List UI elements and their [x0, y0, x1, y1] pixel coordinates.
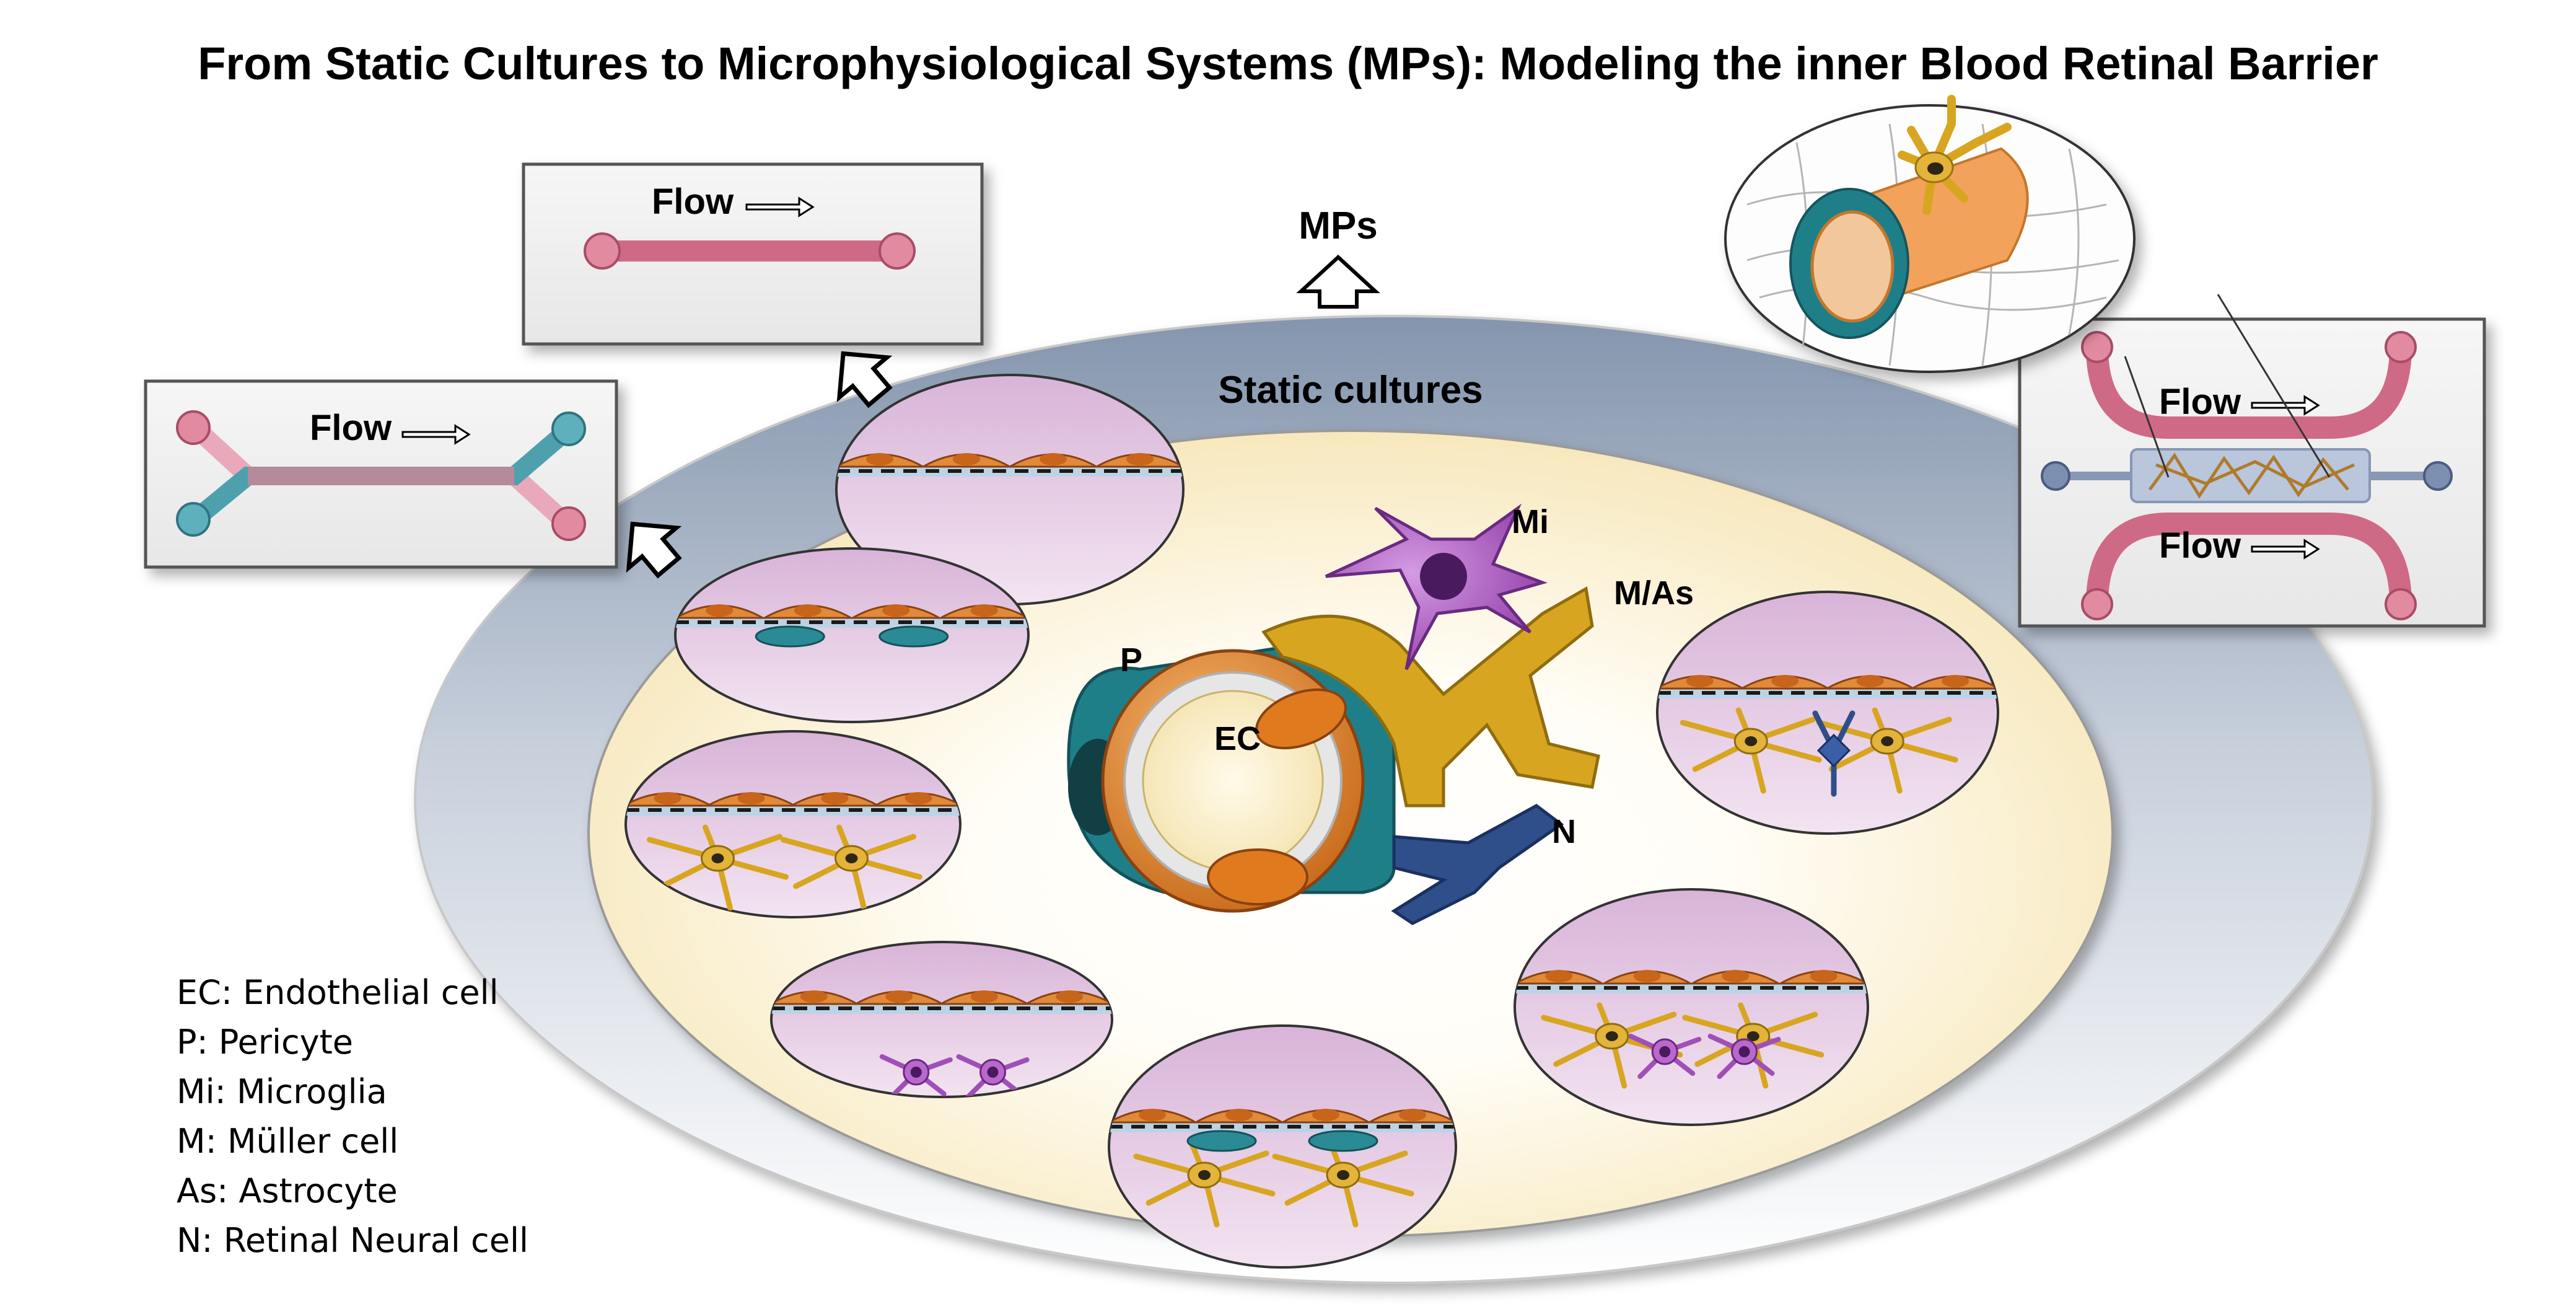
ec-nucleus-top [1255, 688, 1347, 750]
outlet-port-pink [551, 506, 586, 541]
legend-line-mi: Mi: Microglia [177, 1072, 387, 1111]
microglia-nucleus [1420, 553, 1467, 600]
vessel-lumen [1810, 210, 1895, 323]
arrow-to-straight-channel-icon [836, 351, 893, 408]
port-bottom-right [2385, 588, 2417, 620]
endothelial-label: EC [1214, 720, 1261, 757]
vessel-3d-bubble [1724, 95, 2331, 478]
legend-line-n: N: Retinal Neural cell [177, 1221, 528, 1260]
legend-line-p: P: Pericyte [177, 1023, 353, 1062]
port-bottom-left [2081, 588, 2113, 620]
port-top-right [2385, 331, 2417, 363]
legend: EC: Endothelial cell P: Pericyte Mi: Mic… [177, 973, 528, 1260]
culture-well [674, 547, 1030, 723]
muller-astrocyte-label: M/As [1614, 575, 1694, 612]
straight-channel-device: Flow [522, 162, 984, 346]
up-arrow-icon [1296, 254, 1380, 309]
neural-label: N [1552, 813, 1576, 850]
microglia-label: Mi [1512, 503, 1549, 540]
flow-arrow-icon [745, 196, 815, 218]
arrow-to-branched-channel-icon [626, 521, 682, 579]
port-right [2423, 461, 2453, 491]
channel [604, 240, 895, 262]
bottom-channel [2086, 513, 2412, 605]
culture-wells [624, 374, 1999, 1269]
culture-well [1514, 888, 1869, 1126]
dual-channel-device: Flow Flow [2018, 317, 2486, 628]
top-channel [2086, 346, 2412, 439]
culture-well [1656, 591, 1999, 835]
neural-shape [1391, 804, 1564, 925]
channel-merge [248, 467, 514, 485]
muller-astrocyte-shape [1261, 586, 1600, 808]
inlet-port-teal [176, 502, 211, 537]
culture-well [835, 374, 1185, 605]
flow-arrow-icon [401, 424, 471, 445]
flow-label: Flow [310, 408, 392, 448]
pericyte-label: P [1120, 641, 1142, 679]
legend-line-m: M: Müller cell [177, 1122, 398, 1161]
culture-well [770, 941, 1113, 1098]
inlet-port [584, 232, 621, 270]
legend-line-as: As: Astrocyte [177, 1171, 398, 1210]
legend-line-ec: EC: Endothelial cell [177, 973, 499, 1012]
central-ibrb-schematic [1067, 503, 1600, 925]
flow-bottom-label: Flow [2159, 526, 2241, 566]
outlet-port [878, 232, 916, 270]
inlet-port-pink [176, 410, 211, 445]
static-cultures-label: Static cultures [1218, 369, 1483, 412]
outlet-port-teal [551, 412, 586, 446]
flow-label: Flow [652, 182, 734, 222]
flow-bottom-arrow-icon [2251, 539, 2320, 560]
mps-label: MPs [1299, 205, 1377, 247]
port-top-left [2081, 331, 2113, 363]
port-left [2041, 461, 2070, 491]
culture-well [1108, 1024, 1457, 1269]
flow-top-label: Flow [2159, 382, 2241, 422]
page-title: From Static Cultures to Microphysiologic… [198, 38, 2378, 89]
branched-channel-device: Flow [144, 379, 618, 569]
ec-nucleus-bottom [1207, 848, 1308, 905]
culture-well [624, 730, 962, 918]
gel-network [2148, 452, 2355, 499]
